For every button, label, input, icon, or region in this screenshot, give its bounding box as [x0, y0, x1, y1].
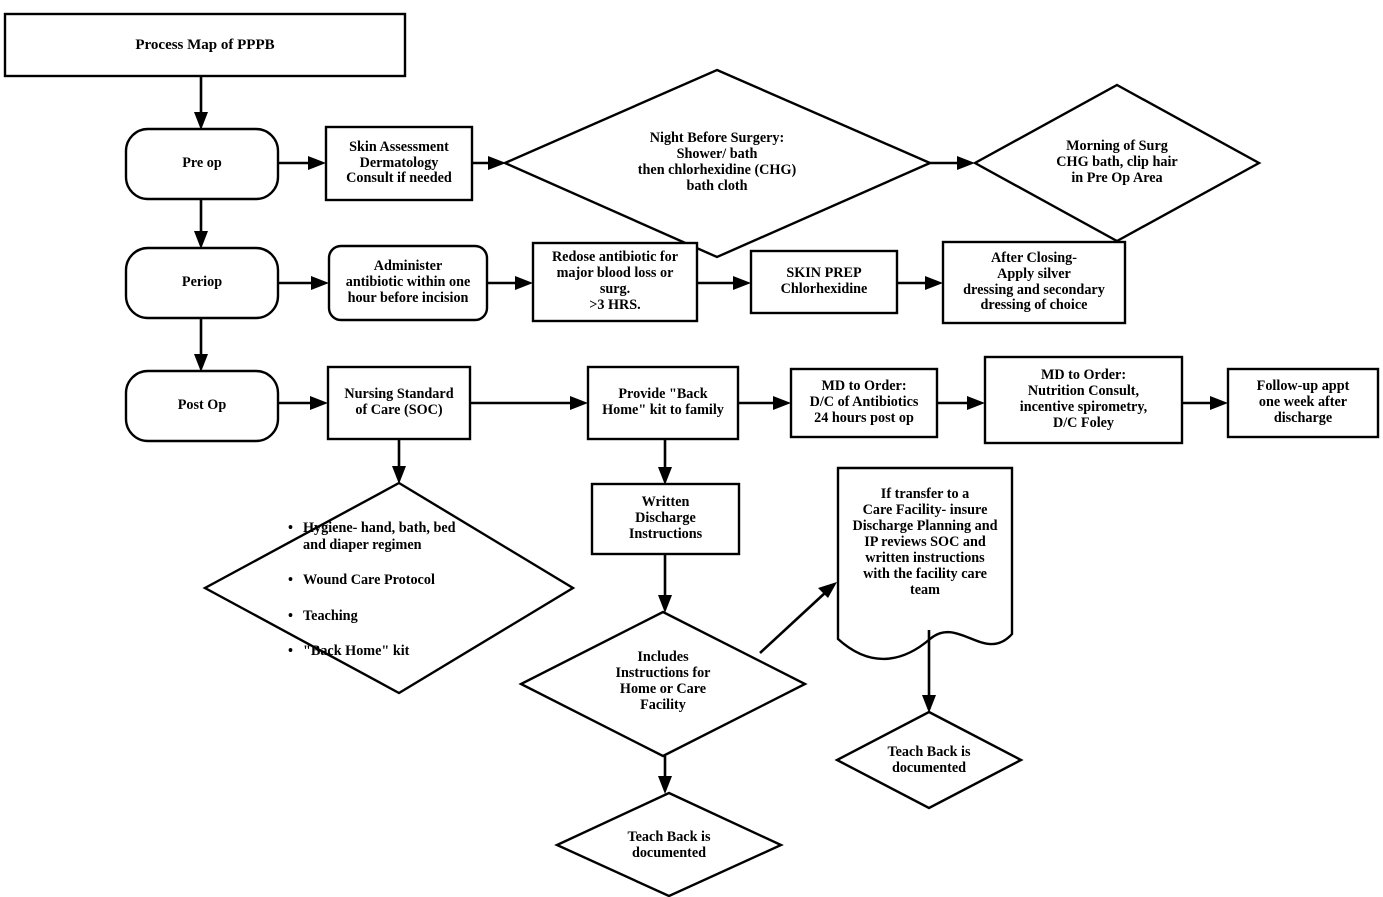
arrowhead-periop-to-postop — [194, 354, 208, 372]
teach-back-documented-right-shape[interactable] — [834, 710, 1024, 810]
arrowhead-written-to-includes — [658, 595, 672, 613]
teach-back-documented-left-shape[interactable] — [554, 791, 784, 897]
arrowhead-skin-to-night — [488, 156, 506, 170]
arrowhead-skinprep-to-afterclosing — [925, 276, 943, 290]
arrowhead-includes-to-teachback-left — [658, 776, 672, 794]
arrowhead-night-to-morning — [957, 156, 975, 170]
arrowhead-postop-to-nursing — [310, 396, 328, 410]
arrowhead-redose-to-skinprep — [733, 276, 751, 290]
arrowhead-nursing-to-socdetails — [392, 466, 406, 484]
md-order-antibiotics-shape[interactable] — [789, 367, 939, 439]
skin-assessment-shape[interactable] — [324, 125, 474, 202]
night-before-surgery-shape[interactable] — [502, 68, 933, 259]
nursing-standard-of-care-shape[interactable] — [326, 365, 472, 441]
title-box-shape[interactable] — [3, 12, 407, 78]
arrowhead-preop-to-periop — [194, 231, 208, 249]
skin-prep-shape[interactable] — [749, 249, 899, 315]
arrowhead-includes-to-transfer — [818, 582, 837, 598]
transfer-to-care-facility-shape[interactable] — [836, 466, 1014, 661]
redose-antibiotic-shape[interactable] — [531, 241, 699, 323]
provide-back-home-kit-shape[interactable] — [586, 365, 740, 441]
arrowhead-backhome-to-mdantibiotics — [773, 396, 791, 410]
arrowhead-administer-to-redose — [515, 276, 533, 290]
written-discharge-instructions-shape[interactable] — [590, 482, 741, 556]
after-closing-shape[interactable] — [941, 240, 1127, 325]
arrowhead-mdantibiotics-to-mdnutrition — [967, 396, 985, 410]
arrowhead-title-to-preop — [194, 112, 208, 130]
arrowhead-mdnutrition-to-followup — [1210, 396, 1228, 410]
edge-includes-to-transfer — [759, 591, 827, 654]
arrowhead-nursing-to-backhome — [570, 396, 588, 410]
arrowhead-transfer-to-teachback-right — [922, 695, 936, 713]
periop-shape[interactable] — [124, 246, 280, 320]
post-op-shape[interactable] — [124, 369, 280, 443]
soc-details-shape[interactable] — [202, 481, 576, 695]
md-order-nutrition-shape[interactable] — [983, 355, 1184, 445]
arrowhead-backhome-to-written — [658, 467, 672, 485]
follow-up-appt-shape[interactable] — [1226, 367, 1380, 439]
arrowhead-preop-to-skin — [308, 156, 326, 170]
arrowhead-periop-to-administer — [311, 276, 329, 290]
pre-op-shape[interactable] — [124, 127, 280, 201]
includes-instructions-shape[interactable] — [518, 610, 808, 758]
morning-of-surg-shape[interactable] — [972, 83, 1262, 243]
administer-antibiotic-shape[interactable] — [327, 244, 489, 322]
